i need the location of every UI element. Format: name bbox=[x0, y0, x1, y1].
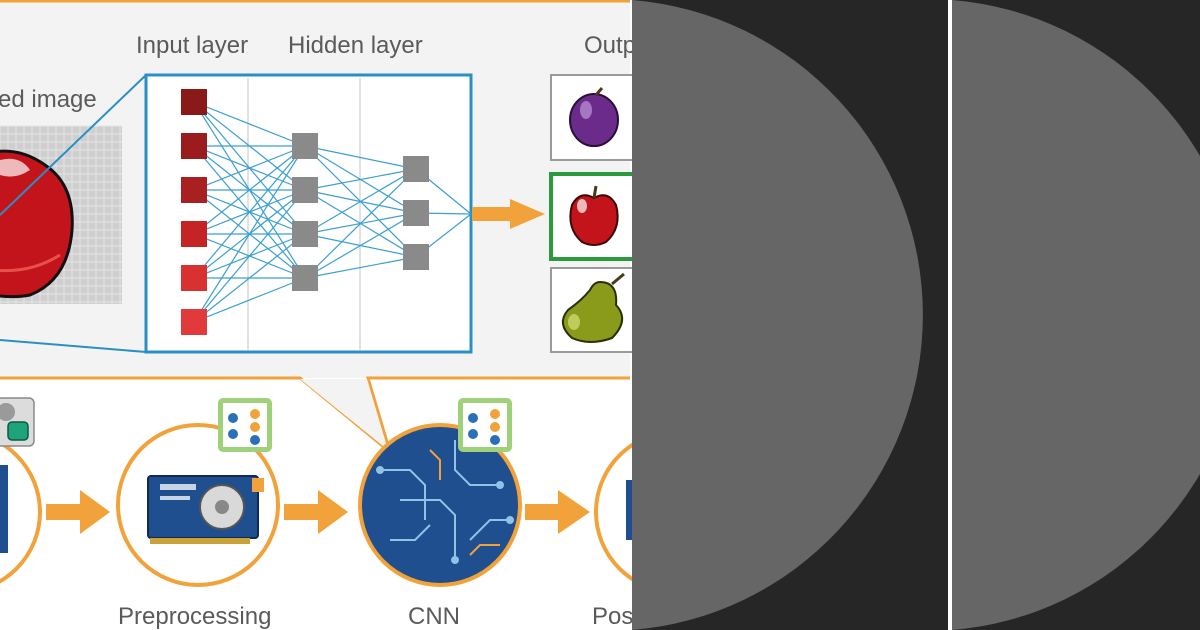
connection-line bbox=[193, 145, 306, 323]
connection-line bbox=[304, 168, 417, 235]
output-apple-box bbox=[549, 172, 643, 261]
connection-line bbox=[304, 145, 417, 170]
stage-label-preprocessing: Preprocessing bbox=[118, 603, 271, 630]
hidden-node-2 bbox=[403, 244, 429, 270]
input-node bbox=[181, 133, 207, 159]
image-label: ed image bbox=[0, 86, 97, 113]
stage-label-cnn: CNN bbox=[408, 603, 460, 630]
network-nodes bbox=[181, 89, 429, 335]
input-node bbox=[181, 221, 207, 247]
plum-icon bbox=[569, 87, 619, 147]
connection-line bbox=[193, 145, 306, 279]
hidden-node-2 bbox=[403, 200, 429, 226]
hidden-node-1 bbox=[292, 133, 318, 159]
pipeline: Preprocessing CNN Pos bbox=[0, 397, 758, 630]
pear-icon bbox=[561, 272, 625, 343]
connection-line bbox=[193, 277, 306, 323]
connection-line bbox=[193, 233, 306, 323]
circuit-board-icon bbox=[376, 440, 514, 564]
hidden-layer-label: Hidden layer bbox=[288, 32, 423, 59]
input-node bbox=[181, 309, 207, 335]
connection-line bbox=[193, 145, 306, 191]
neural-net-badge-icon bbox=[458, 398, 512, 452]
zoom-line-top bbox=[0, 74, 147, 216]
output-plum-box bbox=[550, 74, 642, 161]
red-apple-icon bbox=[569, 185, 619, 246]
hidden-node-1 bbox=[292, 265, 318, 291]
gpu-card-icon bbox=[147, 475, 264, 544]
grid-image-icon bbox=[0, 125, 122, 304]
input-node bbox=[181, 265, 207, 291]
stage-label-post: Pos bbox=[592, 603, 633, 630]
pipeline-arrow-1 bbox=[46, 490, 110, 534]
stage-input-partial bbox=[0, 397, 42, 584]
connection-line bbox=[193, 145, 306, 235]
connection-line bbox=[304, 168, 417, 191]
hidden-node-1 bbox=[292, 221, 318, 247]
hidden-node-1 bbox=[292, 177, 318, 203]
gray-disc-right bbox=[952, 0, 1200, 630]
pipeline-arrow-3 bbox=[525, 490, 590, 534]
connection-line bbox=[304, 168, 417, 279]
hidden-node-2 bbox=[403, 156, 429, 182]
neural-net-badge-icon bbox=[218, 398, 272, 452]
input-node bbox=[181, 177, 207, 203]
pipeline-arrow-2 bbox=[284, 490, 348, 534]
output-layer-label: Outp bbox=[584, 32, 636, 59]
stage-preprocessing bbox=[116, 398, 280, 587]
stage-cnn bbox=[358, 398, 522, 587]
output-arrow bbox=[472, 199, 545, 229]
connection-line bbox=[193, 189, 306, 323]
input-node bbox=[181, 89, 207, 115]
dark-side-panel bbox=[632, 0, 1200, 630]
connection-line bbox=[193, 101, 306, 147]
connection-line bbox=[304, 256, 417, 279]
connection-line bbox=[304, 212, 417, 279]
callout-pointer bbox=[300, 379, 388, 450]
shapes-badge-icon bbox=[0, 397, 35, 447]
output-arrow-shaft bbox=[472, 207, 512, 221]
output-pear-box bbox=[550, 267, 642, 353]
network-connections bbox=[193, 101, 472, 323]
gray-disc-left bbox=[632, 0, 923, 630]
zoom-line-bottom bbox=[0, 339, 147, 353]
input-layer-label: Input layer bbox=[136, 32, 248, 59]
